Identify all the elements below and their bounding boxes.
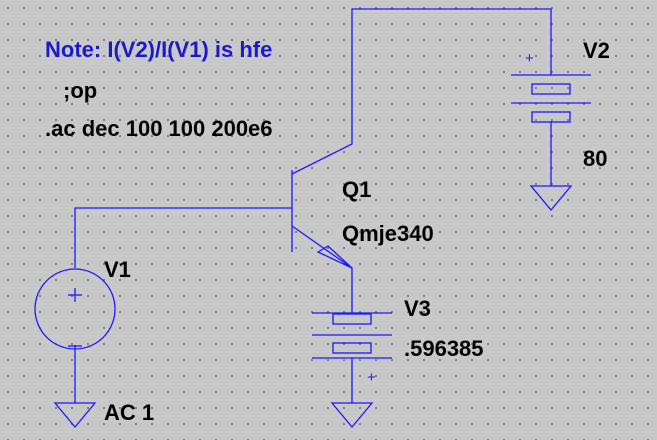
v2-source-symbol[interactable]: [511, 74, 591, 123]
v1-name-label[interactable]: V1: [104, 257, 131, 282]
v2-value-label[interactable]: 80: [583, 146, 608, 171]
v3-source-symbol[interactable]: [312, 312, 392, 359]
wire-q1-collector-to-v2[interactable]: [291, 8, 552, 175]
v3-value-label[interactable]: .596385: [404, 336, 484, 361]
v1-value-label[interactable]: AC 1: [104, 400, 155, 425]
emitter-arrow-icon: [316, 245, 353, 269]
v3-plus-icon: +: [367, 369, 376, 386]
q1-transistor-symbol[interactable]: [291, 170, 353, 269]
q1-model-label[interactable]: Qmje340: [342, 221, 434, 246]
ground-v2-icon[interactable]: [529, 185, 573, 212]
q1-name-label[interactable]: Q1: [342, 177, 372, 202]
v1-source-symbol[interactable]: [34, 268, 116, 350]
ground-v3-icon[interactable]: [330, 402, 374, 429]
v2-name-label[interactable]: V2: [583, 38, 610, 63]
ground-v1-icon[interactable]: [53, 402, 97, 429]
op-directive[interactable]: ;op: [63, 78, 98, 103]
wire-v1-to-base[interactable]: [74, 207, 292, 268]
note-comment[interactable]: Note: I(V2)/I(V1) is hfe: [45, 37, 273, 62]
ac-directive[interactable]: .ac dec 100 100 200e6: [45, 116, 273, 141]
v3-name-label[interactable]: V3: [404, 296, 431, 321]
v2-plus-icon: +: [525, 50, 534, 67]
